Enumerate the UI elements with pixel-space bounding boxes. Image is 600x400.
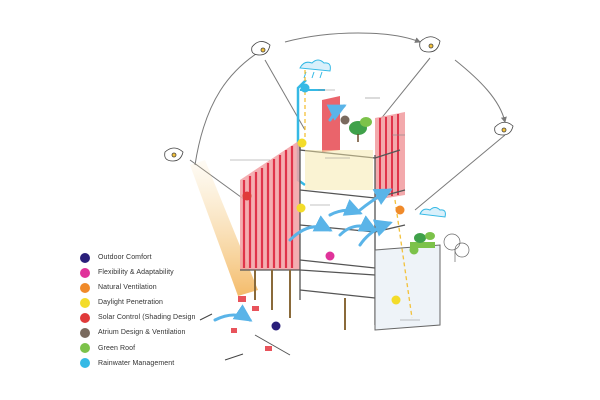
wind-arrow-icon: [213, 104, 393, 322]
legend-item: Green Roof: [80, 341, 230, 356]
legend-item: Flexibility & Adaptability: [80, 265, 230, 280]
legend-color-dot: [80, 343, 90, 354]
shading-fins: [242, 146, 294, 268]
tree-icon: [443, 233, 470, 262]
legend-color-dot: [80, 297, 90, 308]
legend-item: Solar Control (Shading Design: [80, 310, 230, 325]
legend-color-dot: [80, 358, 90, 369]
legend-item: Rainwater Management: [80, 356, 230, 371]
legend-color-dot: [80, 327, 90, 338]
sun-icon: [251, 41, 271, 56]
legend-color-dot: [80, 312, 90, 323]
daylight-rays: [304, 70, 413, 319]
building: [240, 96, 441, 331]
legend-label: Green Roof: [98, 344, 136, 352]
legend-label: Solar Control (Shading Design: [98, 314, 196, 322]
sun-icon: [494, 121, 514, 136]
legend-label: Rainwater Management: [98, 359, 175, 367]
legend-item: Daylight Penetration: [80, 295, 230, 310]
atrium-glass: [305, 150, 373, 190]
rainwater-pipe: [296, 79, 307, 187]
strategy-markers: [242, 83, 419, 331]
sun-icon: [419, 36, 441, 53]
legend-color-dot: [80, 252, 90, 263]
legend-item: Outdoor Comfort: [80, 250, 230, 265]
legend-color-dot: [80, 282, 90, 293]
ground-details: [199, 296, 291, 361]
legend-item: Natural Ventilation: [80, 280, 230, 295]
green-roof: [410, 232, 435, 248]
rain-cloud-icon: [299, 59, 331, 79]
legend-label: Atrium Design & Ventilation: [98, 329, 186, 337]
legend-label: Natural Ventilation: [98, 284, 157, 292]
sun-icon: [164, 147, 184, 162]
annotation-leaders: [230, 89, 420, 321]
legend-label: Daylight Penetration: [98, 299, 164, 307]
legend-item: Atrium Design & Ventilation: [80, 325, 230, 340]
legend-color-dot: [80, 267, 90, 278]
tree-icon: [349, 117, 372, 142]
legend-label: Outdoor Comfort: [98, 254, 152, 261]
legend-label: Flexibility & Adaptability: [98, 269, 174, 277]
upper-facade: [322, 96, 340, 152]
rain-cloud-icon: [419, 207, 446, 218]
